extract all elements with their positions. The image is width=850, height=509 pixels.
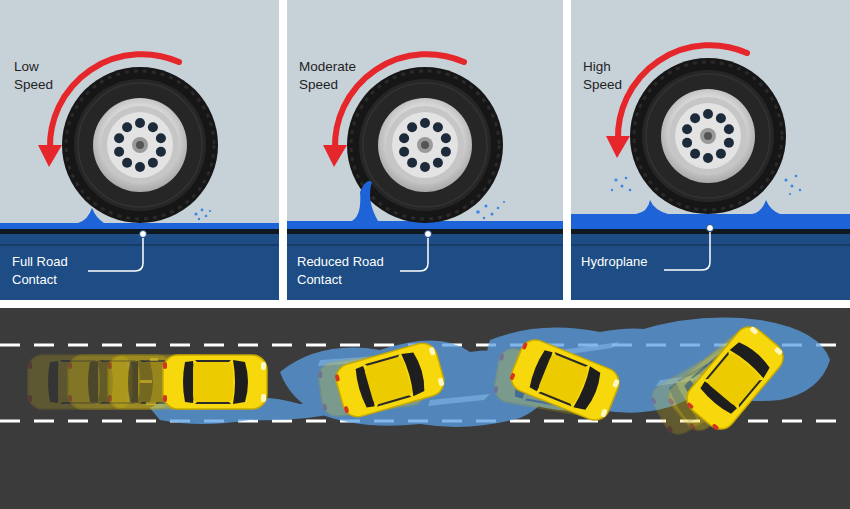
speed-label: Moderate Speed xyxy=(299,58,379,94)
speed-panel: Low SpeedFull Road Contact xyxy=(0,0,279,300)
contact-label: Reduced Road Contact xyxy=(297,253,401,289)
speed-label: High Speed xyxy=(583,58,633,94)
speed-panel: High SpeedHydroplane xyxy=(571,0,850,300)
contact-label: Hydroplane xyxy=(581,253,648,271)
speed-label: Low Speed xyxy=(14,58,64,94)
contact-label: Full Road Contact xyxy=(12,253,84,289)
speed-panel: Moderate SpeedReduced Road Contact xyxy=(287,0,563,300)
